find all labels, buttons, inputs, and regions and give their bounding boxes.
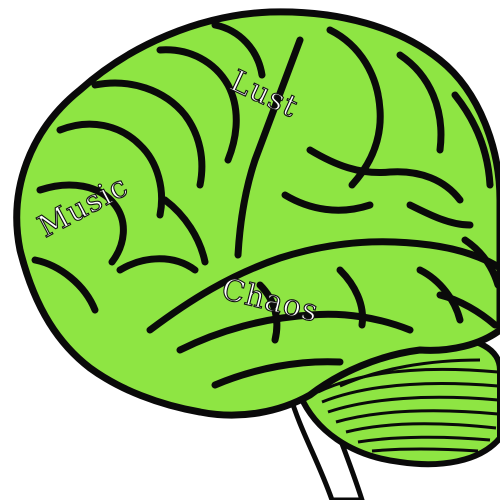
gyri-folds — [31, 21, 500, 389]
cerebellum-folds — [317, 358, 499, 453]
